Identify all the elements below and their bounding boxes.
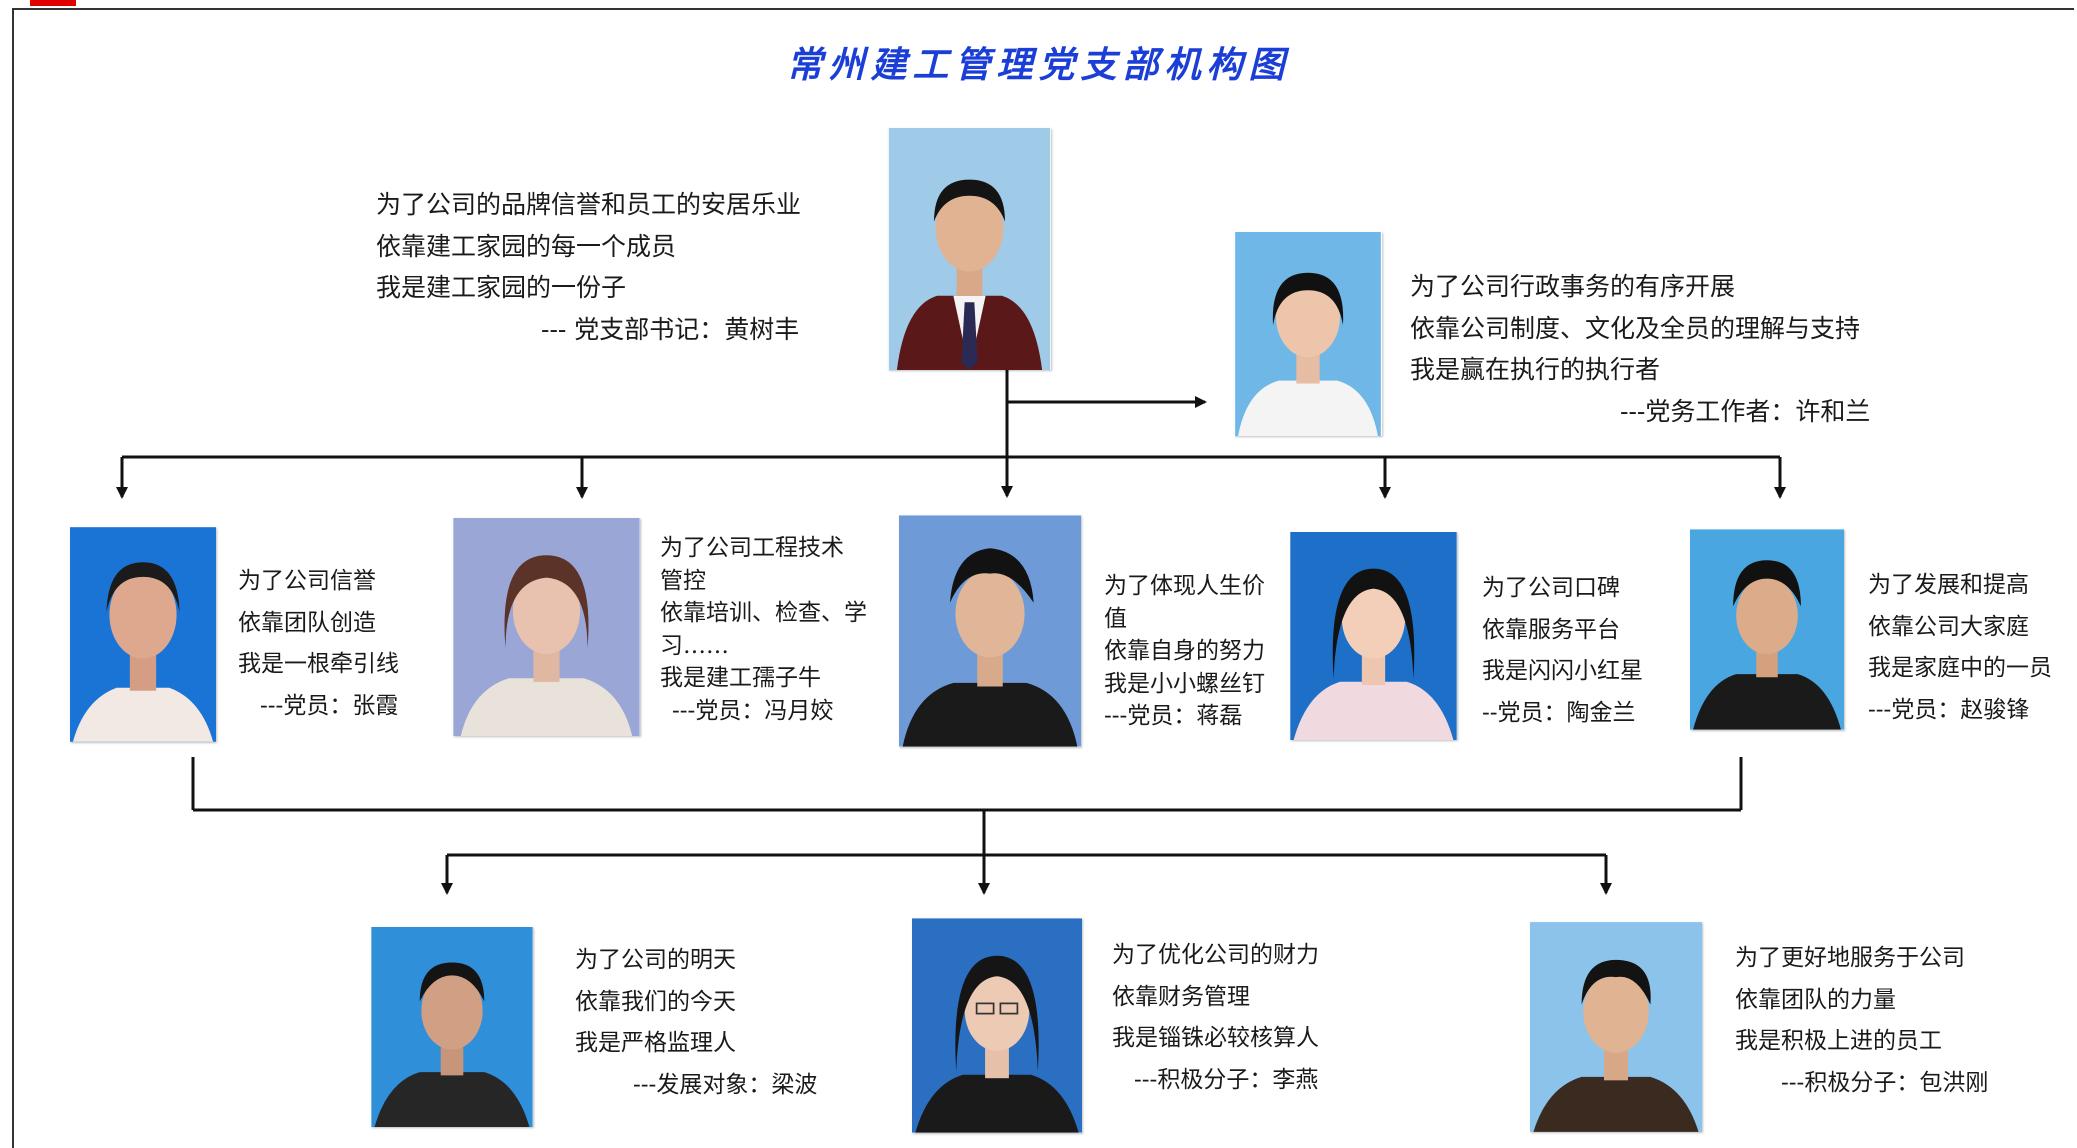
member-signature: ---党员：张霞 bbox=[260, 692, 399, 719]
member-text: 为了公司工程技术 管控 依靠培训、检查、学 习…… 我是建工孺子牛 ---党员：… bbox=[660, 532, 867, 727]
junior-line: 依靠我们的今天 bbox=[575, 988, 736, 1015]
junior-photo bbox=[371, 927, 533, 1127]
member-line: 我是一根牵引线 bbox=[238, 651, 399, 677]
junior-text: 为了公司的明天 依靠我们的今天 我是严格监理人 ---发展对象：梁波 bbox=[575, 940, 817, 1106]
junior-photo bbox=[1530, 922, 1702, 1132]
junior-signature: ---发展对象：梁波 bbox=[633, 1071, 818, 1098]
secretary-signature: --- 党支部书记：黄树丰 bbox=[541, 314, 800, 344]
member-line: 我是闪闪小红星 bbox=[1482, 658, 1643, 684]
junior-text: 为了优化公司的财力 依靠财务管理 我是锱铢必较核算人 ---积极分子：李燕 bbox=[1112, 935, 1319, 1101]
member-photo bbox=[899, 515, 1081, 747]
party-worker-signature: ---党务工作者：许和兰 bbox=[1620, 396, 1871, 426]
secretary-line-1: 为了公司的品牌信誉和员工的安居乐业 bbox=[376, 190, 802, 219]
member-line: 为了公司工程技术 bbox=[660, 535, 844, 561]
junior-line: 我是锱铢必较核算人 bbox=[1112, 1025, 1319, 1051]
member-text: 为了体现人生价 值 依靠自身的努力 我是小小螺丝钉 ---党员：蒋磊 bbox=[1104, 570, 1265, 733]
diagram-frame bbox=[12, 8, 2074, 1148]
member-photo bbox=[1690, 529, 1844, 730]
junior-signature: ---积极分子：包洪刚 bbox=[1781, 1069, 1989, 1096]
party-worker-photo bbox=[1234, 232, 1382, 436]
member-signature: ---党员：冯月姣 bbox=[672, 697, 834, 724]
member-photo bbox=[453, 518, 640, 736]
member-line: 我是小小螺丝钉 bbox=[1104, 670, 1265, 697]
member-line: 习…… bbox=[660, 632, 729, 659]
member-line: 管控 bbox=[660, 567, 706, 594]
portrait-icon bbox=[912, 918, 1082, 1133]
secretary-line-2: 依靠建工家园的每一个成员 bbox=[376, 231, 677, 261]
member-photo bbox=[1290, 532, 1457, 740]
member-line: 值 bbox=[1104, 605, 1127, 632]
member-line: 依靠培训、检查、学 bbox=[660, 600, 867, 626]
member-line: 为了公司信誉 bbox=[238, 568, 376, 594]
member-line: 我是家庭中的一员 bbox=[1868, 655, 2052, 681]
member-line: 依靠团队创造 bbox=[238, 609, 376, 636]
party-worker-line-1: 为了公司行政事务的有序开展 bbox=[1410, 272, 1736, 301]
portrait-icon bbox=[371, 927, 533, 1127]
member-signature: ---党员：蒋磊 bbox=[1104, 703, 1243, 729]
junior-line: 为了公司的明天 bbox=[575, 947, 736, 973]
member-line: 依靠公司大家庭 bbox=[1868, 613, 2029, 640]
portrait-icon bbox=[899, 515, 1081, 747]
party-worker-text: 为了公司行政事务的有序开展 依靠公司制度、文化及全员的理解与支持 我是赢在执行的… bbox=[1410, 266, 1870, 432]
member-text: 为了公司信誉 依靠团队创造 我是一根牵引线 ---党员：张霞 bbox=[238, 561, 399, 727]
secretary-photo bbox=[888, 128, 1051, 370]
member-text: 为了公司口碑 依靠服务平台 我是闪闪小红星 --党员：陶金兰 bbox=[1482, 568, 1643, 734]
portrait-icon bbox=[888, 128, 1051, 370]
member-signature: --党员：陶金兰 bbox=[1482, 699, 1636, 726]
junior-line: 为了优化公司的财力 bbox=[1112, 942, 1319, 968]
secretary-line-3: 我是建工家园的一份子 bbox=[376, 273, 627, 302]
member-line: 为了公司口碑 bbox=[1482, 575, 1620, 601]
portrait-icon bbox=[1690, 529, 1844, 730]
member-photo bbox=[70, 527, 216, 742]
junior-text: 为了更好地服务于公司 依靠团队的力量 我是积极上进的员工 ---积极分子：包洪刚 bbox=[1735, 938, 1988, 1104]
member-line: 为了发展和提高 bbox=[1868, 572, 2029, 598]
member-line: 依靠服务平台 bbox=[1482, 616, 1620, 643]
party-worker-line-3: 我是赢在执行的执行者 bbox=[1410, 355, 1661, 384]
secretary-text: 为了公司的品牌信誉和员工的安居乐业 依靠建工家园的每一个成员 我是建工家园的一份… bbox=[376, 184, 801, 350]
portrait-icon bbox=[1290, 532, 1457, 740]
portrait-icon bbox=[70, 527, 216, 742]
junior-line: 为了更好地服务于公司 bbox=[1735, 945, 1965, 971]
member-signature: ---党员：赵骏锋 bbox=[1868, 696, 2030, 723]
corner-mark bbox=[30, 0, 76, 6]
party-worker-line-2: 依靠公司制度、文化及全员的理解与支持 bbox=[1410, 313, 1861, 343]
junior-signature: ---积极分子：李燕 bbox=[1134, 1066, 1319, 1093]
junior-line: 依靠团队的力量 bbox=[1735, 986, 1896, 1013]
member-line: 我是建工孺子牛 bbox=[660, 665, 821, 691]
portrait-icon bbox=[1530, 922, 1702, 1132]
member-line: 为了体现人生价 bbox=[1104, 573, 1265, 599]
portrait-icon bbox=[453, 518, 640, 736]
junior-line: 依靠财务管理 bbox=[1112, 983, 1250, 1010]
junior-photo bbox=[912, 918, 1082, 1133]
member-text: 为了发展和提高 依靠公司大家庭 我是家庭中的一员 ---党员：赵骏锋 bbox=[1868, 565, 2052, 731]
junior-line: 我是严格监理人 bbox=[575, 1030, 736, 1056]
portrait-icon bbox=[1235, 232, 1381, 436]
diagram-title: 常州建工管理党支部机构图 bbox=[786, 44, 1291, 86]
member-line: 依靠自身的努力 bbox=[1104, 638, 1265, 664]
junior-line: 我是积极上进的员工 bbox=[1735, 1028, 1942, 1054]
